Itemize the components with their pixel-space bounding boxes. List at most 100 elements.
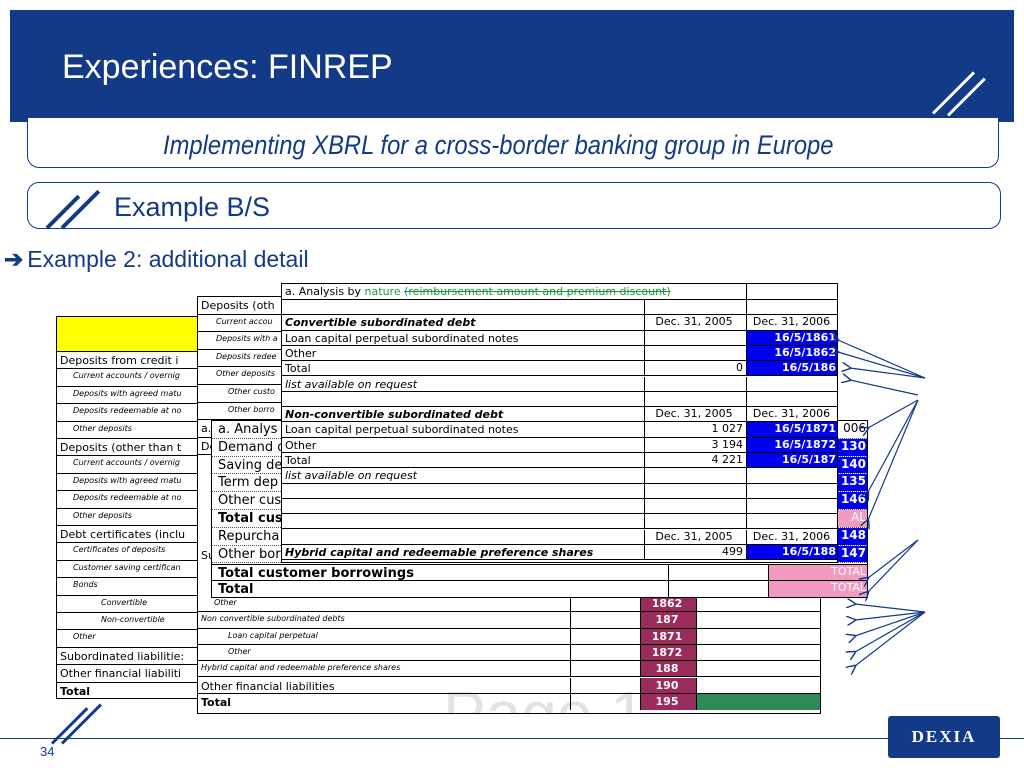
front-cell-2006 bbox=[746, 300, 837, 315]
mid-row-label: Other borro bbox=[228, 404, 275, 414]
cust-row-label: Total cus bbox=[218, 511, 283, 526]
front-cell-2005 bbox=[644, 514, 746, 529]
back-row: Deposits (other than t bbox=[57, 439, 225, 457]
front-cell-2005 bbox=[644, 468, 746, 483]
front-cell-2005 bbox=[644, 330, 746, 345]
back-row-label: Certificates of deposits bbox=[73, 545, 166, 555]
back-row-label: Customer saving certifican bbox=[73, 562, 181, 572]
back-row: Deposits with agreed matu bbox=[57, 474, 225, 492]
back-row: Other financial liabiliti bbox=[57, 665, 225, 683]
mid-bottom-code: 188 bbox=[640, 661, 696, 677]
front-cell-2006: 16/5/187 bbox=[746, 453, 837, 468]
front-row: list available on request bbox=[282, 468, 837, 484]
front-hybrid-label: Hybrid capital and redeemable preference… bbox=[285, 545, 594, 559]
annotation-arrow bbox=[868, 539, 919, 578]
front-row-label: Total bbox=[285, 454, 311, 467]
mid-bottom-spacer bbox=[570, 628, 640, 644]
mid-bottom-code: 1871 bbox=[640, 628, 696, 644]
back-row-label: Total bbox=[60, 684, 91, 698]
front-row-label: Total bbox=[285, 362, 311, 376]
mid-bottom-label: Other bbox=[214, 598, 237, 607]
mid-bottom-label: Hybrid capital and redeemable preference… bbox=[201, 663, 401, 673]
cust-row-label: Repurcha bbox=[218, 528, 280, 544]
mid-bottom-code: 1862 bbox=[640, 596, 696, 612]
front-title-struck: (reimbursement amount and premium discou… bbox=[404, 285, 671, 298]
mid-bottom-last bbox=[696, 628, 820, 644]
example-heading: ➔Example 2: additional detail bbox=[4, 246, 309, 273]
back-row-label: Subordinated liabilitie: bbox=[60, 649, 185, 663]
front-cell-2005 bbox=[644, 300, 746, 315]
front-section-heading: Non-convertible subordinated debt bbox=[285, 408, 504, 422]
mid-bottom-label: Loan capital perpetual bbox=[228, 630, 318, 640]
back-row: Deposits redeemable at no bbox=[57, 404, 225, 422]
mid-bottom-last bbox=[696, 612, 820, 628]
annotation-arrow bbox=[850, 368, 926, 379]
front-note: list available on request bbox=[285, 377, 418, 391]
front-cell-2005 bbox=[644, 376, 746, 391]
annotation-arrow bbox=[868, 399, 919, 520]
mid-bottom-code: 1872 bbox=[640, 644, 696, 661]
mid-row-label: Other custo bbox=[228, 387, 275, 396]
back-row-label: Debt certificates (inclu bbox=[60, 528, 186, 541]
front-cell-2005: 1 027 bbox=[644, 422, 746, 437]
front-cell-2006: 16/5/1871 bbox=[746, 422, 837, 437]
back-row: Current accounts / overnig bbox=[57, 456, 225, 474]
front-cell-2006: 16/5/1861 bbox=[746, 330, 837, 345]
mid-row-label: Deposits with a bbox=[216, 334, 278, 344]
arrow-right-icon: ➔ bbox=[4, 246, 24, 272]
back-row: Deposits redeemable at no bbox=[57, 491, 225, 509]
back-row-label: Deposits redeemable at no bbox=[73, 493, 182, 503]
mid-bottom-label: Non convertible subordinated debts bbox=[201, 614, 345, 624]
front-cell-2005: 3 194 bbox=[644, 437, 746, 452]
front-title-prefix: a. Analysis by bbox=[285, 285, 362, 298]
front-row: Hybrid capital and redeemable preference… bbox=[282, 544, 837, 561]
mid-bottom-code: 190 bbox=[640, 677, 696, 693]
front-row: Convertible subordinated debt Dec. 31, 20… bbox=[282, 315, 837, 331]
front-cell-2005: 499 bbox=[644, 544, 746, 560]
annotation-arrow bbox=[855, 611, 926, 652]
back-row-label: Bonds bbox=[73, 580, 98, 590]
front-row-label: Loan capital perpetual subordinated note… bbox=[285, 331, 519, 345]
annotation-arrow bbox=[868, 539, 919, 592]
front-row bbox=[282, 391, 837, 408]
front-cell-2006: 16/5/1872 bbox=[746, 437, 837, 452]
mid-bottom-row: Other financial liabilities 190 bbox=[198, 677, 820, 694]
annotation-arrow bbox=[855, 611, 926, 636]
front-cell-2006 bbox=[746, 391, 837, 407]
back-row-label: Current accounts / overnig bbox=[73, 371, 180, 381]
front-cell-2006: 16/5/188 bbox=[746, 544, 837, 560]
mid-bottom-spacer bbox=[570, 612, 640, 628]
back-row-label: Convertible bbox=[101, 597, 148, 607]
mid-bottom-spacer bbox=[570, 644, 640, 661]
back-row-label: Deposits with agreed matu bbox=[73, 388, 182, 398]
back-row-label: Deposits from credit i bbox=[60, 354, 179, 367]
cust-row-label: Demand d bbox=[218, 439, 286, 455]
front-cell-2006 bbox=[746, 483, 837, 498]
back-row: Bonds bbox=[57, 578, 225, 596]
back-row-label: Deposits with agreed matu bbox=[73, 475, 182, 485]
back-row: Deposits from credit i bbox=[57, 352, 225, 370]
annotation-arrow bbox=[855, 611, 926, 620]
back-row: Customer saving certifican bbox=[57, 561, 225, 579]
front-row: Loan capital perpetual subordinated note… bbox=[282, 330, 837, 346]
cust-total-label: Total bbox=[218, 582, 254, 598]
back-row-label: Other bbox=[73, 632, 96, 642]
mid-bottom-spacer bbox=[570, 661, 640, 677]
front-section-heading: Convertible subordinated debt bbox=[285, 316, 476, 330]
mid-bottom-label: Other financial liabilities bbox=[201, 679, 335, 693]
back-row: Subordinated liabilitie: bbox=[57, 648, 225, 666]
front-title-nature: nature bbox=[364, 285, 401, 298]
front-row-label: Other bbox=[285, 346, 317, 360]
back-row: Other deposits bbox=[57, 509, 225, 526]
back-row: Debt certificates (inclu bbox=[57, 526, 225, 544]
front-col-2005: Dec. 31, 2005 bbox=[644, 315, 746, 330]
cust-total-borrowings-label: Total customer borrowings bbox=[218, 566, 414, 582]
footer-line bbox=[0, 738, 1024, 739]
mid-bottom-code: 187 bbox=[640, 612, 696, 628]
front-col-2006: Dec. 31, 2006 bbox=[746, 529, 837, 544]
